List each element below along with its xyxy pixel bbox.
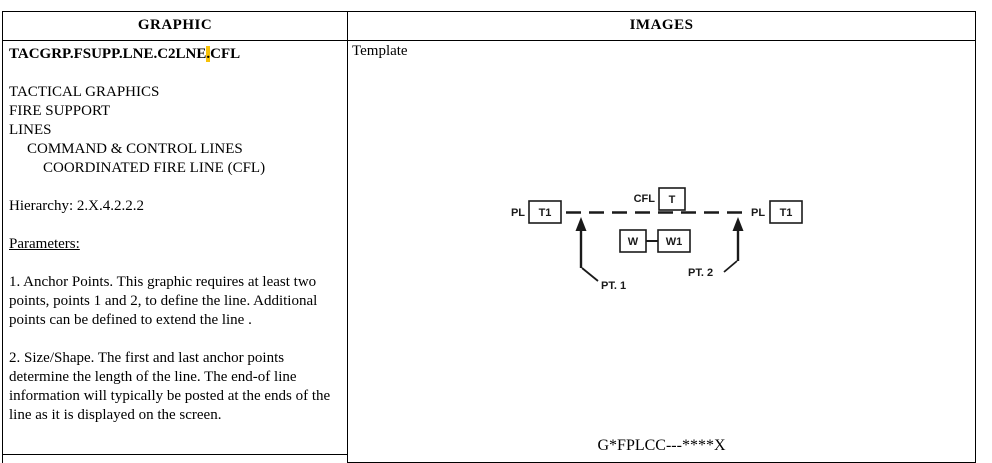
t1-right-box [769, 200, 803, 224]
parameter-paragraph-2: 2. Size/Shape. The first and last anchor… [9, 350, 331, 423]
pt2-arrowhead [732, 217, 744, 231]
pt2-label: PT. 2 [688, 267, 713, 279]
parameter-paragraph-1: 1. Anchor Points. This graphic requires … [9, 274, 318, 328]
hierarchy-path-list: TACTICAL GRAPHICS FIRE SUPPORT LINES COM… [9, 83, 342, 178]
highlighted-character: . [206, 46, 211, 62]
table-header-row: GRAPHIC IMAGES [3, 12, 975, 41]
column-header-images: IMAGES [629, 17, 694, 33]
hierarchy-number: Hierarchy: 2.X.4.2.2.2 [9, 198, 144, 214]
table-body-row: TACGRP.FSUPP.LNE.C2LNE.CFL TACTICAL GRAP… [3, 41, 975, 463]
symbol-code-prefix: TACGRP.FSUPP.LNE.C2LNE [9, 46, 207, 62]
pl-left-label: PL [511, 207, 525, 219]
pl-right-label: PL [751, 207, 765, 219]
pt1-leader-line [581, 267, 599, 282]
sidc-code: G*FPLCC---****X [597, 437, 726, 454]
hierarchy-path-item: TACTICAL GRAPHICS [9, 84, 160, 100]
graphic-cell: TACGRP.FSUPP.LNE.C2LNE.CFL TACTICAL GRAP… [3, 41, 347, 455]
cfl-template-diagram: PL T1 CFL T PL T1 W W1 [511, 187, 803, 292]
hierarchy-path-item: COMMAND & CONTROL LINES [27, 141, 243, 157]
cfl-label: CFL [634, 193, 656, 205]
w1-box [657, 229, 691, 253]
hierarchy-path-item: FIRE SUPPORT [9, 103, 111, 119]
symbol-spec-table: GRAPHIC IMAGES TACGRP.FSUPP.LNE.C2LNE.CF… [2, 11, 976, 463]
graphic-column: TACGRP.FSUPP.LNE.C2LNE.CFL TACTICAL GRAP… [3, 41, 348, 463]
hierarchy-path-item: COORDINATED FIRE LINE (CFL) [43, 160, 266, 176]
pt1-label: PT. 1 [601, 280, 626, 292]
t1-left-box [528, 200, 562, 224]
symbol-code-title: TACGRP.FSUPP.LNE.C2LNE.CFL [9, 45, 342, 64]
w-label: W [628, 236, 639, 248]
t1-right-label: T1 [780, 207, 793, 219]
parameters-heading: Parameters: [9, 236, 80, 252]
t-label: T [669, 194, 676, 206]
t1-left-label: T1 [539, 207, 552, 219]
hierarchy-path-item: LINES [9, 122, 52, 138]
pt2-leader-line [723, 260, 738, 273]
column-header-graphic: GRAPHIC [3, 12, 348, 40]
images-cell: Template PL T1 CFL T PL T1 W [348, 41, 975, 463]
symbol-code-suffix: CFL [210, 46, 241, 62]
pt1-arrowhead [575, 217, 587, 231]
t-box [658, 187, 686, 211]
w1-label: W1 [666, 236, 683, 248]
template-label: Template [352, 43, 408, 59]
